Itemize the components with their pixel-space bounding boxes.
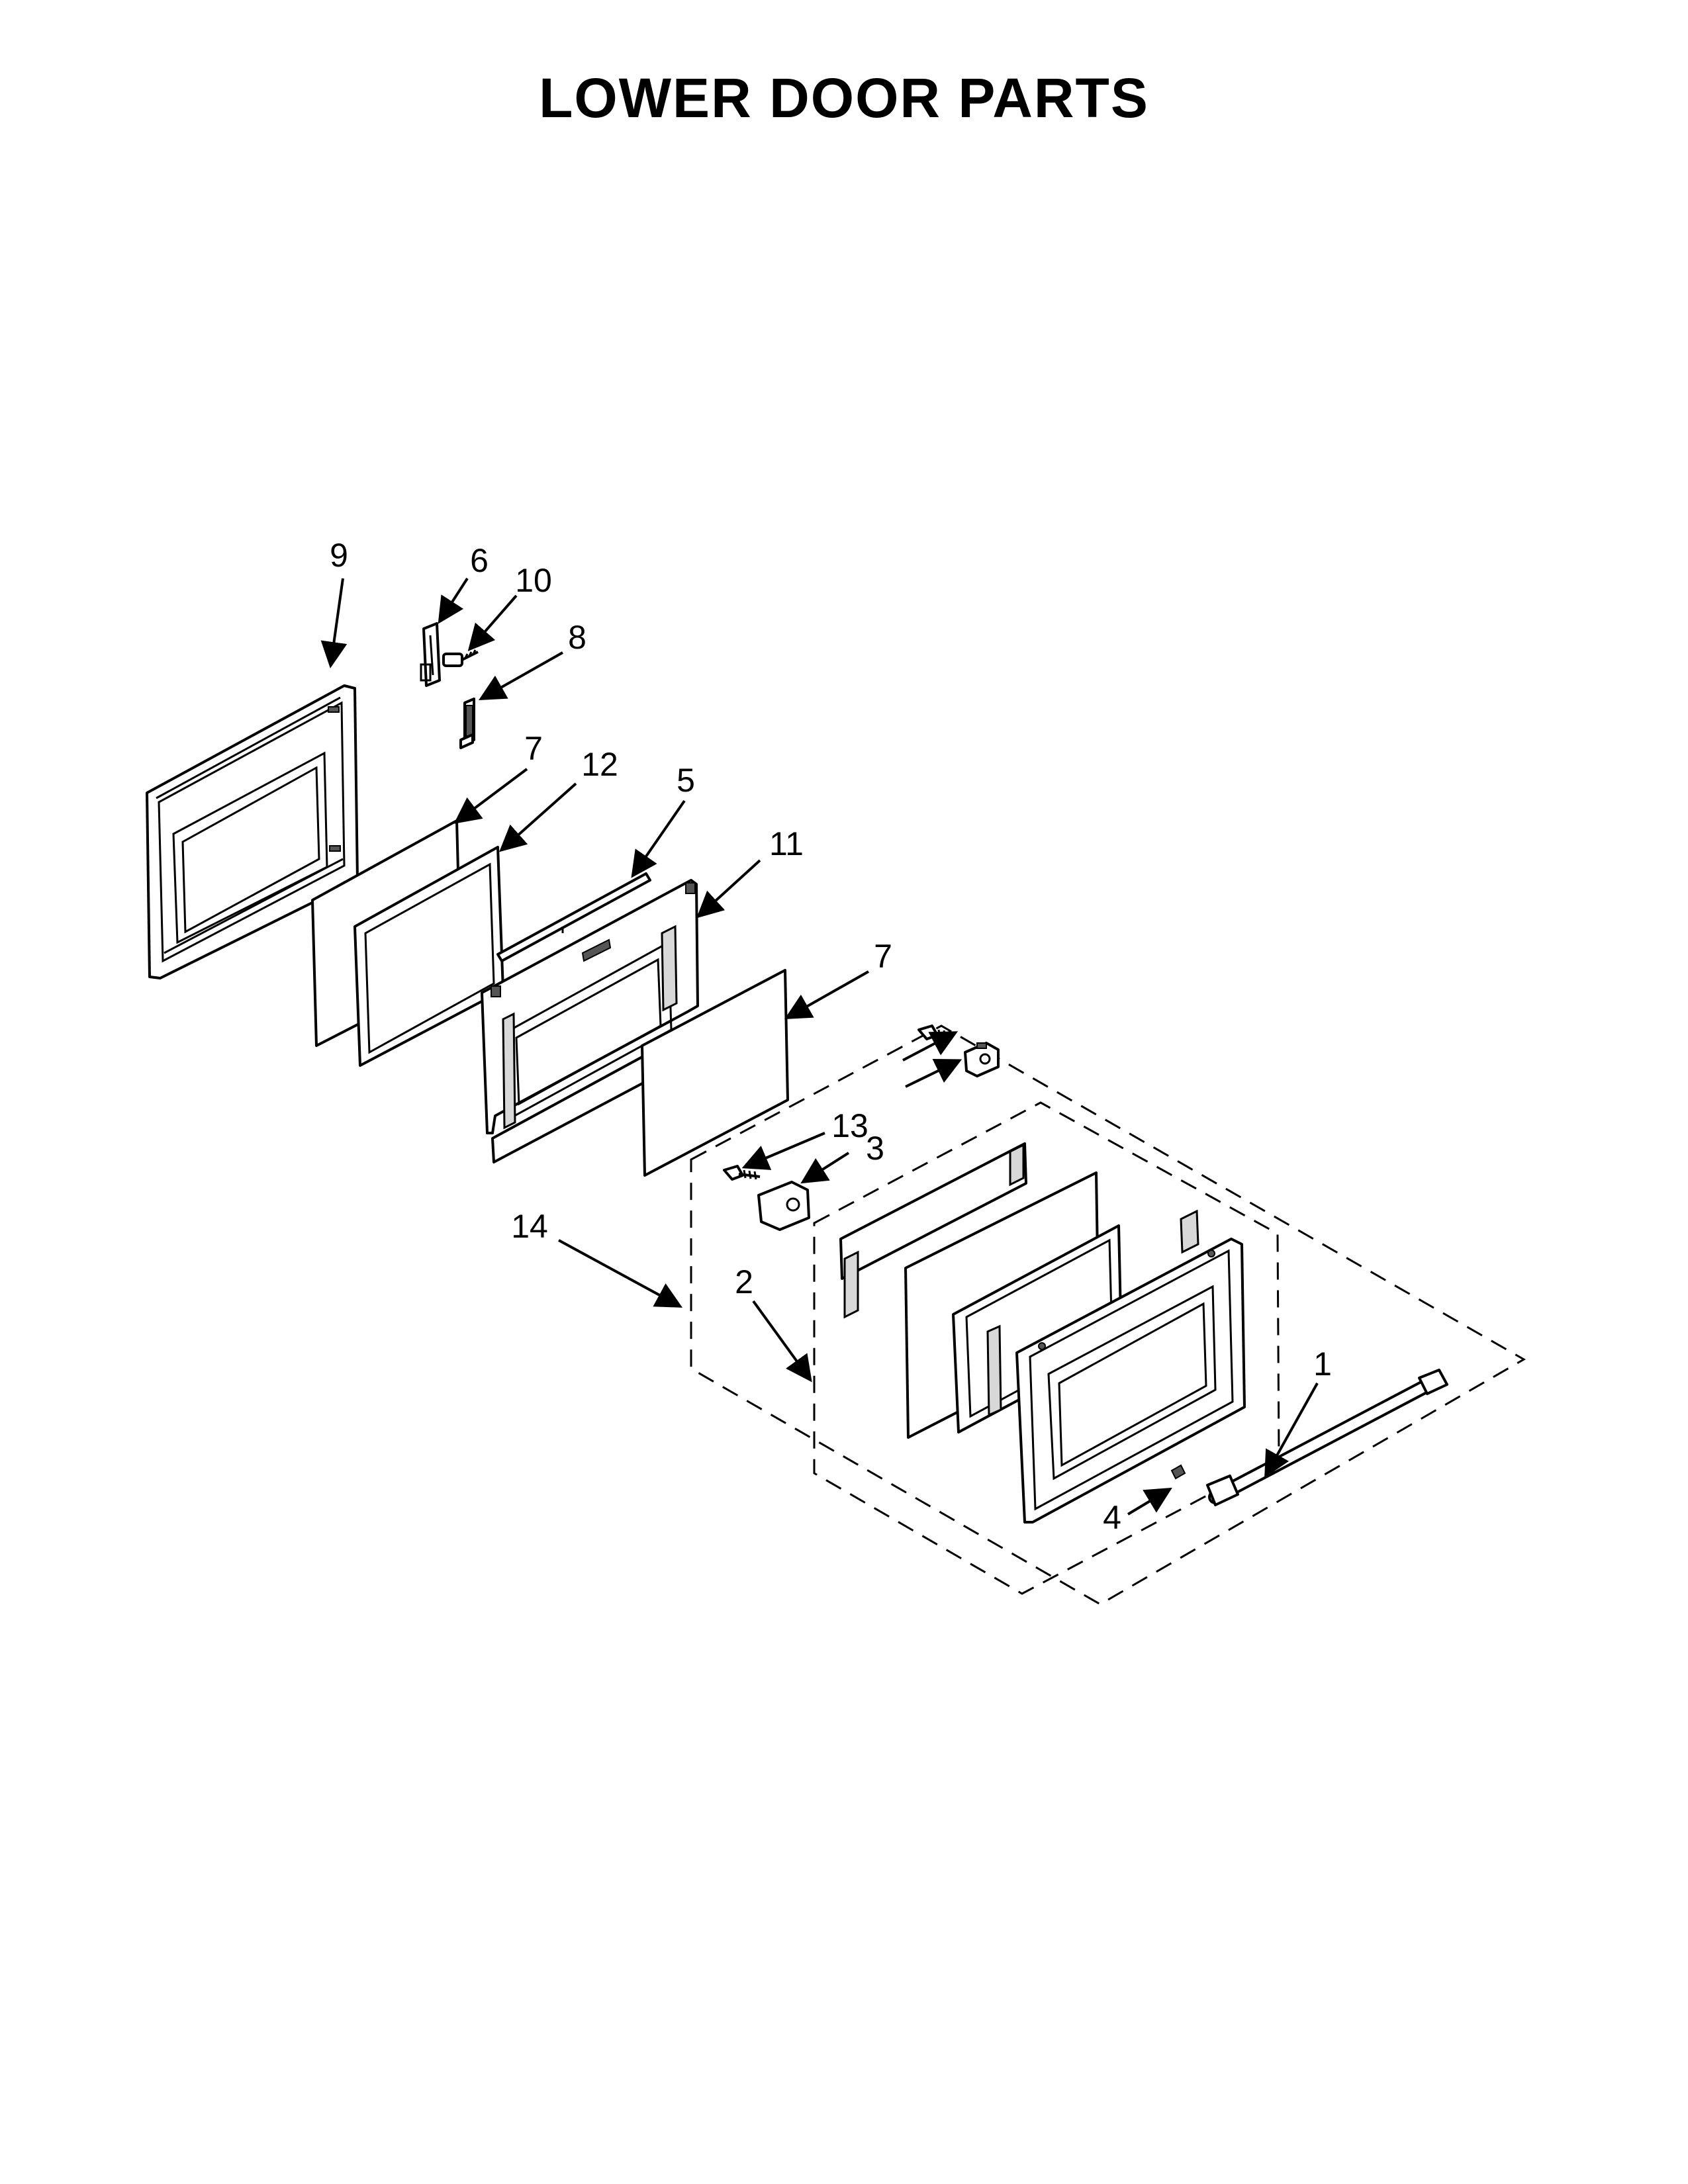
callout-2: 2 <box>735 1263 753 1300</box>
part-4-spacer <box>1170 1464 1186 1480</box>
callout-9: 9 <box>330 537 348 574</box>
part-3-hinge-receptacles <box>757 1042 1000 1231</box>
outer-door-panel <box>1015 1209 1246 1524</box>
part-5-vent-strip <box>496 872 651 962</box>
page-title: LOWER DOOR PARTS <box>539 67 1149 129</box>
callout-5: 5 <box>677 762 695 799</box>
callout-7-lower: 7 <box>874 938 892 975</box>
part-7-glass-lower <box>641 969 789 1177</box>
part-10-screw <box>442 649 479 667</box>
callout-1: 1 <box>1313 1345 1332 1383</box>
part-1-door-handle <box>1206 1369 1448 1506</box>
part-9-inner-door-panel <box>146 684 359 979</box>
callout-labels: 9 6 10 8 7 12 5 11 7 13 3 14 2 1 4 <box>330 537 1332 1536</box>
part-11-door-liner-frame <box>481 879 699 1163</box>
callout-12: 12 <box>581 746 618 783</box>
part-6-hinge-bracket <box>420 622 441 687</box>
callout-7-upper: 7 <box>524 730 543 767</box>
part-8-hinge-slider <box>459 698 475 749</box>
inner-door-baffle <box>839 1142 1027 1319</box>
callout-leaders <box>320 577 1319 1516</box>
callout-4: 4 <box>1103 1499 1121 1536</box>
callout-13: 13 <box>831 1107 868 1144</box>
callout-6: 6 <box>470 542 489 579</box>
assembly-14-outer-door-boundary <box>690 1024 1526 1606</box>
callout-3: 3 <box>866 1130 884 1167</box>
callout-14: 14 <box>511 1208 548 1245</box>
callout-11: 11 <box>769 825 804 862</box>
callout-10: 10 <box>515 562 552 599</box>
callout-8: 8 <box>568 619 586 656</box>
